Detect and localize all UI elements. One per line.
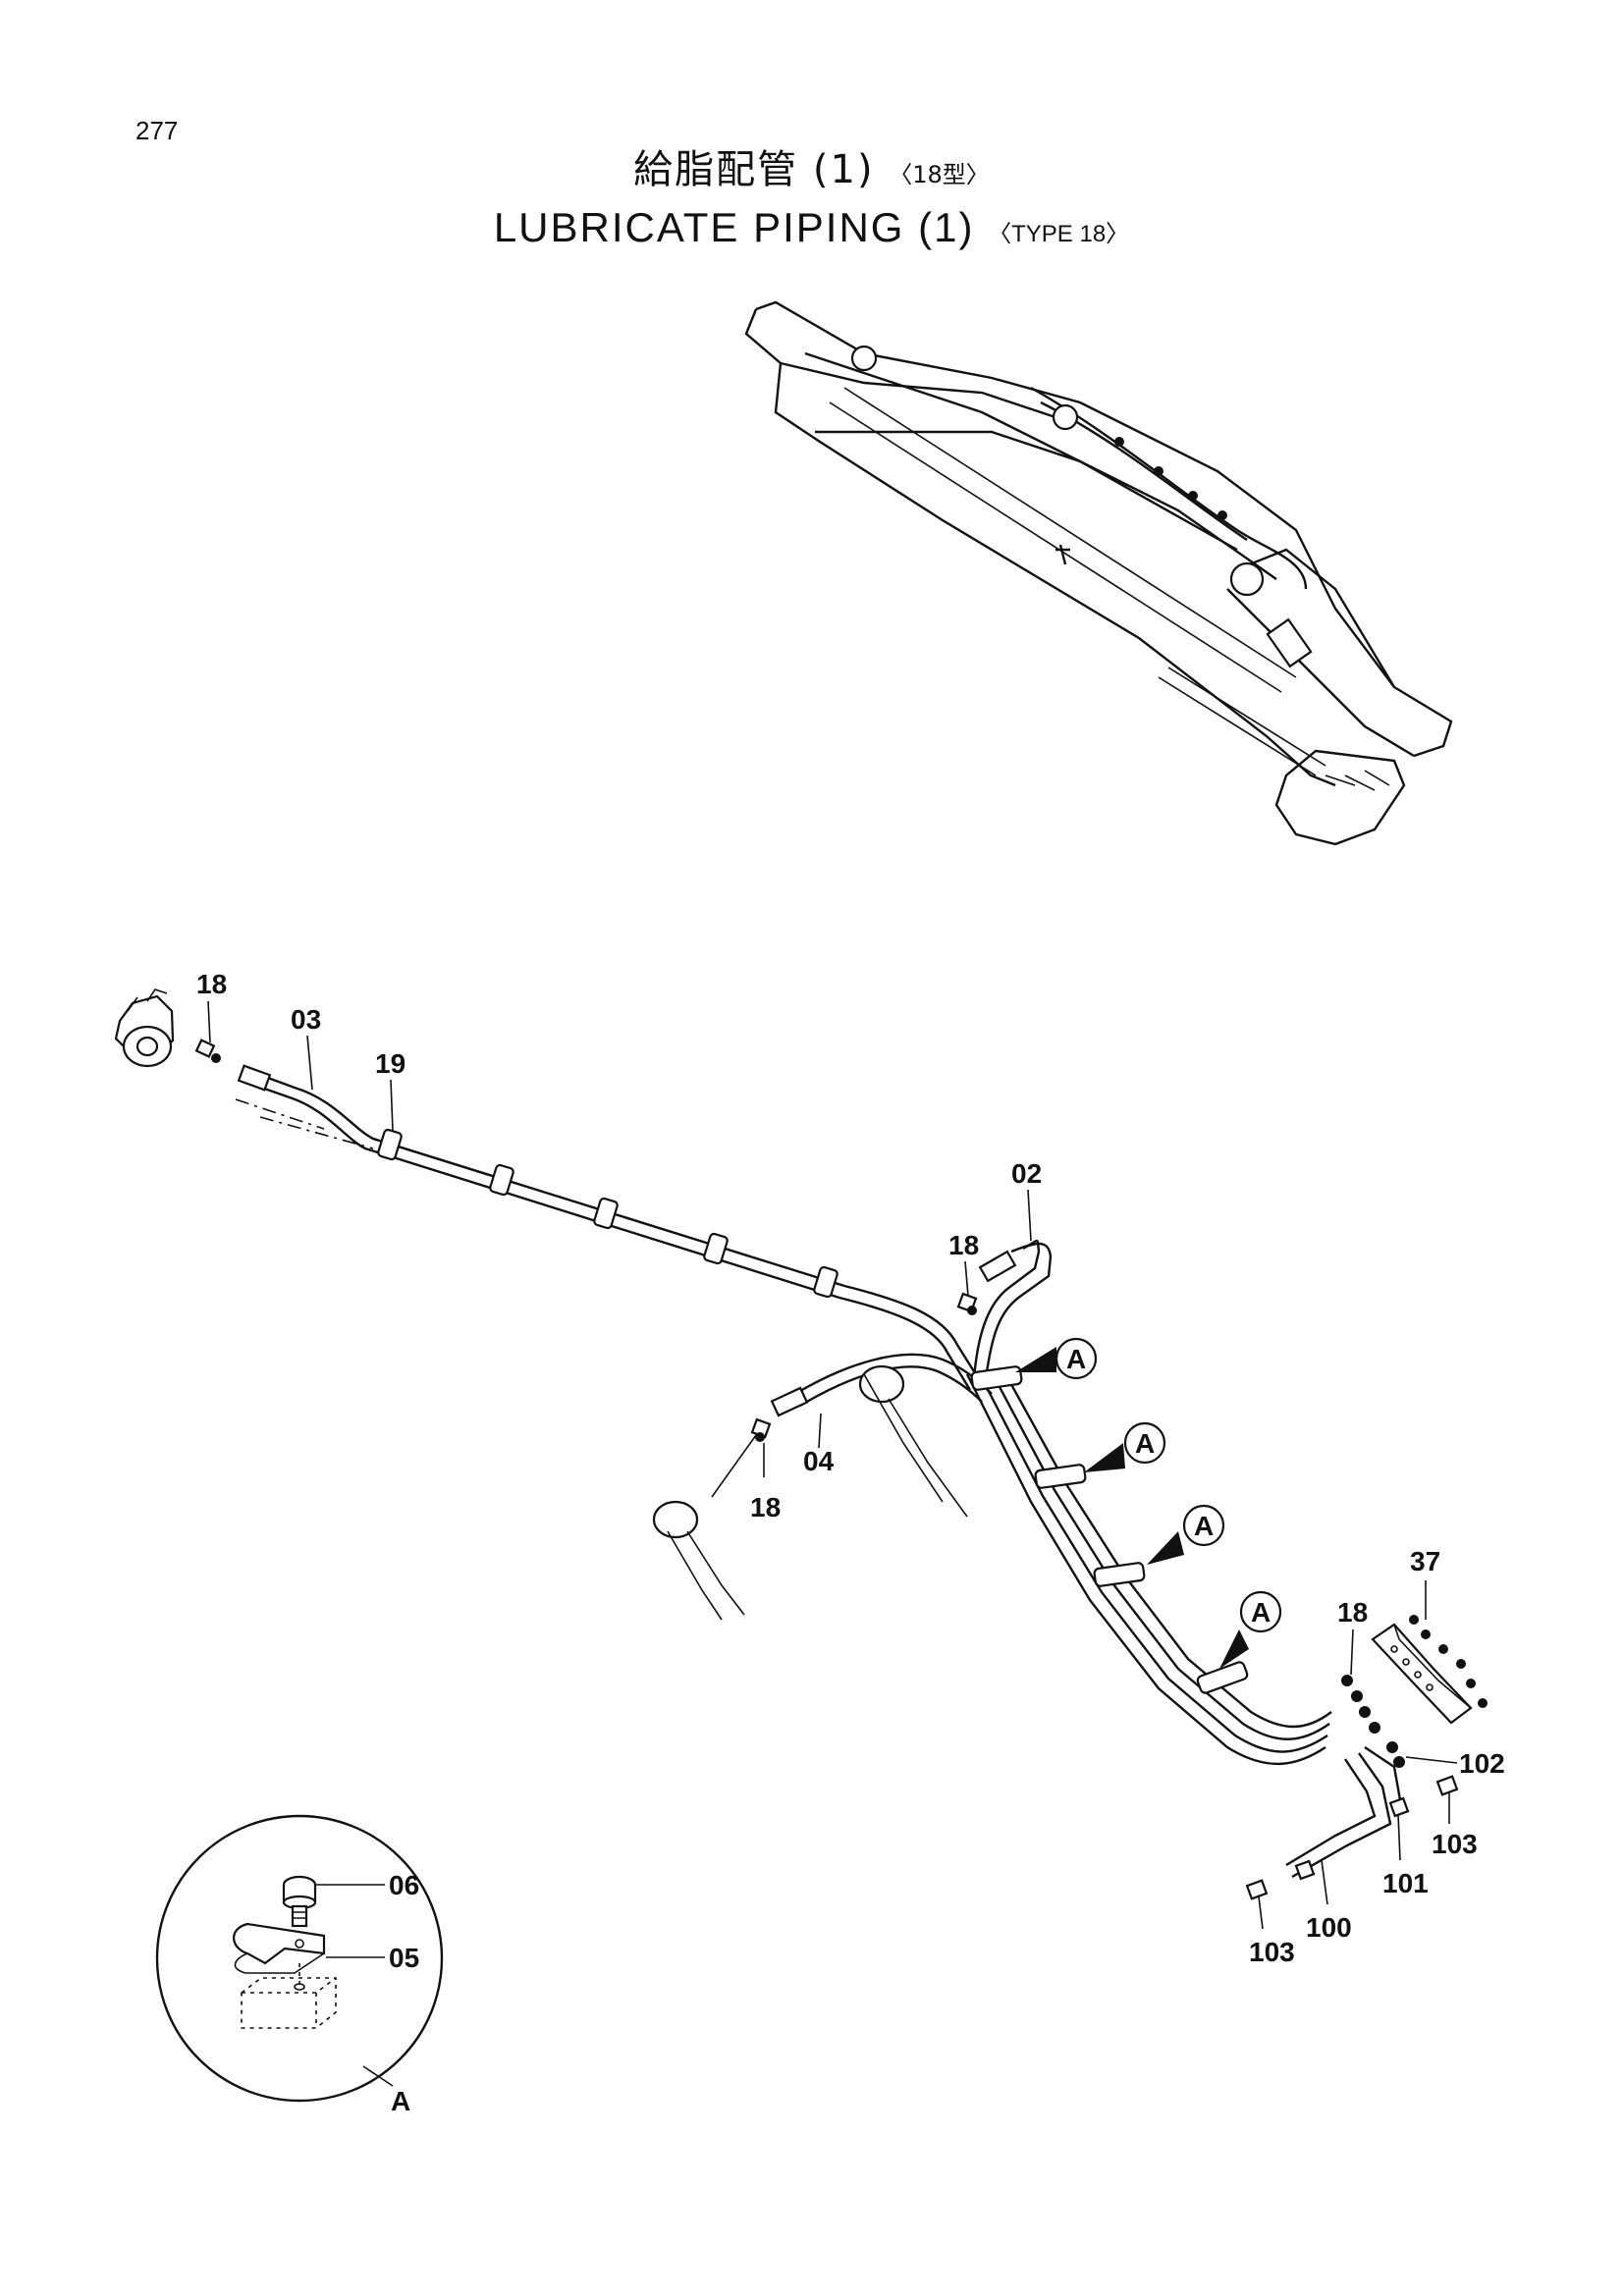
callout-18-low: 18 [750, 1492, 781, 1522]
mounting-block [241, 1963, 337, 2029]
clamps-along-hose [377, 1128, 839, 1299]
callout-100: 100 [1306, 1912, 1352, 1943]
steel-pipes [1245, 1746, 1459, 1900]
callout-103-low: 103 [1249, 1937, 1295, 1967]
callout-04: 04 [803, 1446, 835, 1476]
callout-101: 101 [1382, 1868, 1429, 1898]
callout-103-right: 103 [1432, 1829, 1478, 1859]
detail-markers: A A A A [1015, 1337, 1282, 1669]
hose-bundle [965, 1367, 1332, 1766]
title-block: 給脂配管 (1) 〈18型〉 LUBRICATE PIPING (1) 〈TYP… [0, 137, 1623, 251]
title-japanese: 給脂配管 (1) 〈18型〉 [0, 137, 1623, 194]
callout-18-mid: 18 [948, 1230, 979, 1260]
callout-03: 03 [291, 1004, 321, 1035]
callout-02: 02 [1011, 1158, 1042, 1189]
title-en-main: LUBRICATE PIPING (1) [493, 204, 975, 250]
detail-view-label: A [391, 2086, 410, 2116]
callout-18-left: 18 [196, 969, 227, 999]
detail-marker-a-4: A [1219, 1590, 1282, 1669]
boom-arm-illustration [744, 300, 1453, 846]
grease-fitting-18-low [750, 1417, 772, 1442]
distribution-block [1341, 1615, 1488, 1768]
svg-text:A: A [1251, 1597, 1271, 1628]
detail-marker-a-2: A [1084, 1421, 1166, 1472]
detail-marker-a-3: A [1147, 1504, 1225, 1565]
piping-harness [114, 988, 1488, 1900]
title-jp-type: 〈18型〉 [889, 161, 990, 188]
callout-37: 37 [1410, 1546, 1440, 1576]
title-jp-main: 給脂配管 (1) [633, 147, 875, 192]
callout-06: 06 [389, 1870, 419, 1900]
callout-05: 05 [389, 1943, 419, 1973]
callout-102: 102 [1459, 1748, 1505, 1779]
svg-text:A: A [1194, 1511, 1214, 1541]
callout-19: 19 [375, 1048, 406, 1079]
page-number: 277 [135, 116, 179, 145]
boom-foot-boss [114, 988, 175, 1068]
callout-18-right: 18 [1337, 1597, 1368, 1628]
svg-text:A: A [1135, 1428, 1155, 1459]
detail-view-a: 06 05 A [155, 1814, 444, 2116]
detail-marker-a-1: A [1015, 1337, 1098, 1380]
grease-fitting-18-left [194, 1039, 221, 1063]
clamp-05 [233, 1922, 326, 1974]
grease-fitting-18-mid [956, 1292, 978, 1315]
bolt-06 [282, 1875, 317, 1928]
title-en-type: 〈TYPE 18〉 [988, 221, 1130, 247]
svg-text:A: A [1066, 1344, 1086, 1374]
title-english: LUBRICATE PIPING (1) 〈TYPE 18〉 [0, 204, 1623, 251]
callouts: 18 03 19 02 18 04 18 37 18 102 103 101 1… [196, 969, 1505, 1967]
arm-pin-bosses [652, 1364, 968, 1621]
